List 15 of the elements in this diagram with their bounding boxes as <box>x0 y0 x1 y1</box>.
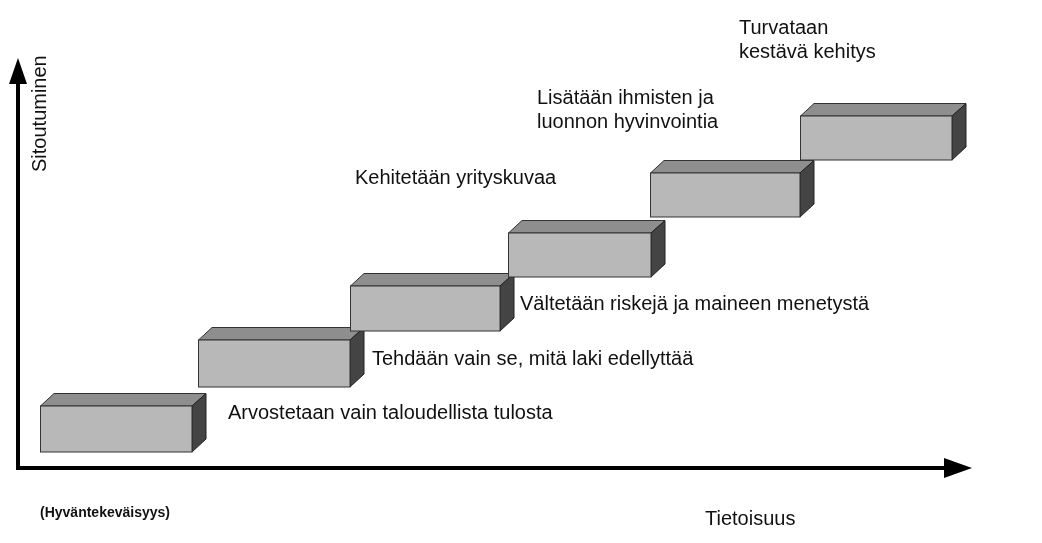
axis-label: Tietoisuus <box>705 507 796 530</box>
block <box>40 393 207 453</box>
step-label: Vältetään riskejä ja maineen menetystä <box>520 291 870 315</box>
axis-note: (Hyväntekeväisyys) <box>40 504 170 520</box>
block <box>198 327 365 388</box>
step-label: Tehdään vain se, mitä laki edellyttää <box>372 346 694 370</box>
block <box>350 273 515 332</box>
axis-label: Sitoutuminen <box>28 55 51 172</box>
step-label: Arvostetaan vain taloudellista tulosta <box>228 400 553 424</box>
block <box>508 220 666 278</box>
step-label: Turvataan kestävä kehitys <box>739 15 877 63</box>
step-label: Kehitetään yrityskuvaa <box>355 165 557 189</box>
block <box>800 103 967 161</box>
block <box>650 160 815 218</box>
step-label: Lisätään ihmisten ja luonnon hyvinvointia <box>537 85 720 133</box>
